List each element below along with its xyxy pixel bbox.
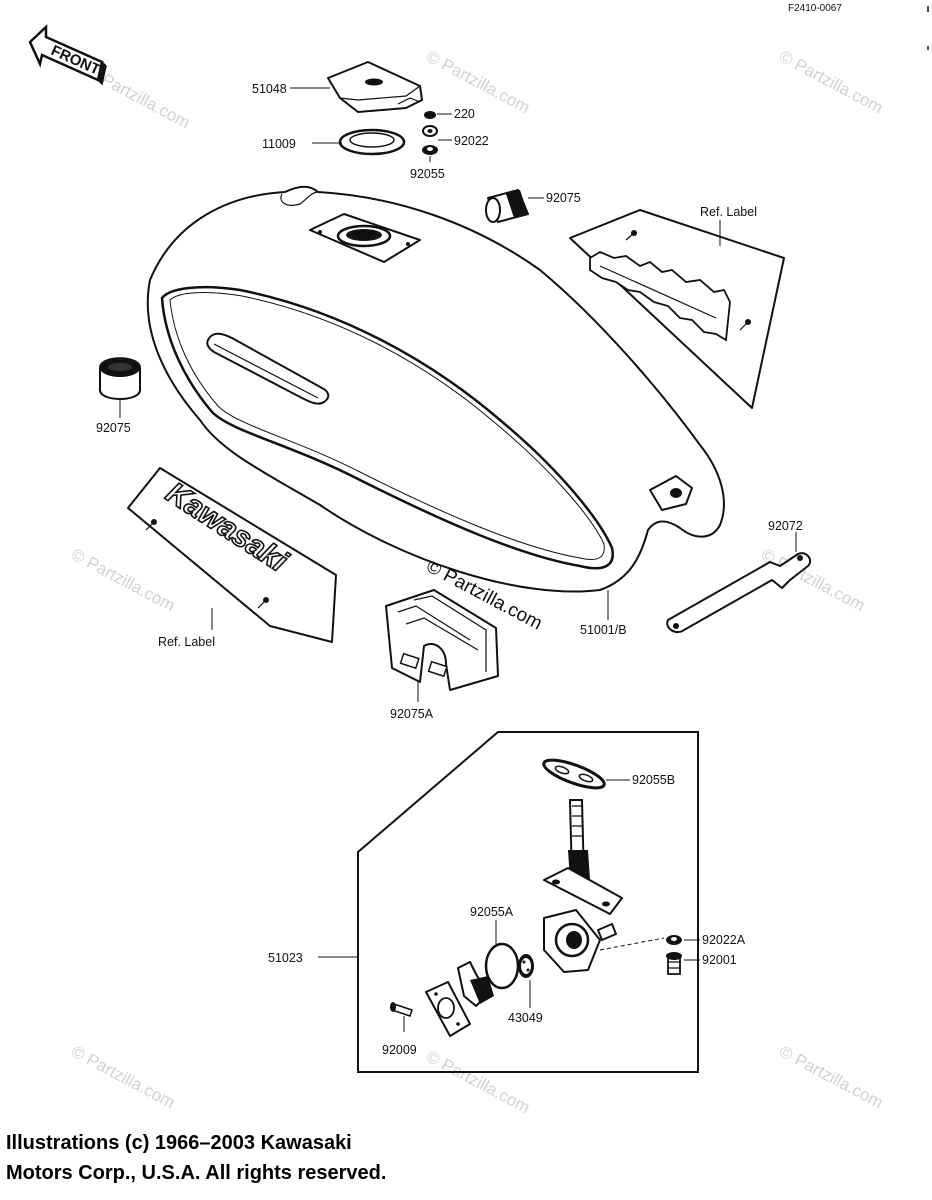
watermark: © Partzilla.com xyxy=(423,47,533,118)
part-label-92075-left: 92075 xyxy=(96,421,131,435)
fuel-cock-body-part xyxy=(543,799,623,973)
bracket-part xyxy=(666,552,812,634)
bolt-cock-part xyxy=(666,952,682,975)
part-label-92055: 92055 xyxy=(410,167,445,181)
part-label-11009: 11009 xyxy=(262,137,296,151)
screw-part xyxy=(390,1002,413,1017)
diagram-code: F2410-0067 xyxy=(788,3,842,14)
part-label-92075-upper: 92075 xyxy=(546,191,581,205)
front-arrow-icon: FRONT xyxy=(28,24,107,86)
part-label-92055a: 92055A xyxy=(470,905,514,919)
part-label-43049: 43049 xyxy=(508,1011,543,1025)
lever-plate-part xyxy=(425,961,494,1037)
watermark: © Partzilla.com xyxy=(423,1047,533,1118)
damper-rear-part xyxy=(385,589,499,691)
gasket-cock-part xyxy=(542,758,606,790)
part-label-92009: 92009 xyxy=(382,1043,417,1057)
filter-part xyxy=(518,954,534,978)
damper-left-part xyxy=(99,357,141,400)
copyright-line-1: Illustrations (c) 1966–2003 Kawasaki xyxy=(6,1132,352,1154)
watermark: © Partzilla.com xyxy=(776,1042,886,1113)
damper-upper-part xyxy=(485,189,529,223)
front-arrow-label: FRONT xyxy=(48,42,102,79)
watermark: © Partzilla.com xyxy=(68,545,178,616)
part-label-51023: 51023 xyxy=(268,951,303,965)
gasket-part xyxy=(338,128,406,156)
watermark: © Partzilla.com xyxy=(68,1042,178,1113)
part-label-92072: 92072 xyxy=(768,519,803,533)
part-label-92075a: 92075A xyxy=(390,707,434,721)
fuel-cock-frame xyxy=(357,731,699,1073)
part-label-92022a: 92022A xyxy=(702,933,746,947)
oring-cock-part xyxy=(484,942,520,990)
fuel-tank-part xyxy=(146,185,725,593)
bolt-stack-part xyxy=(422,111,438,155)
watermark: © Partzilla.com xyxy=(776,47,886,118)
part-label-51048: 51048 xyxy=(252,82,287,96)
cap-cover-part xyxy=(327,61,423,113)
part-label-92055b: 92055B xyxy=(632,773,675,787)
washer-a-part xyxy=(666,935,682,945)
copyright-line-2: Motors Corp., U.S.A. All rights reserved… xyxy=(6,1162,387,1184)
part-label-92022: 92022 xyxy=(454,134,489,148)
part-label-220: 220 xyxy=(454,107,475,121)
part-label-51001b: 51001/B xyxy=(580,623,627,637)
ref-label-left: Ref. Label xyxy=(158,635,215,649)
part-label-92001: 92001 xyxy=(702,953,737,967)
ref-label-right: Ref. Label xyxy=(700,205,757,219)
ref-label-plate-right xyxy=(569,209,785,409)
